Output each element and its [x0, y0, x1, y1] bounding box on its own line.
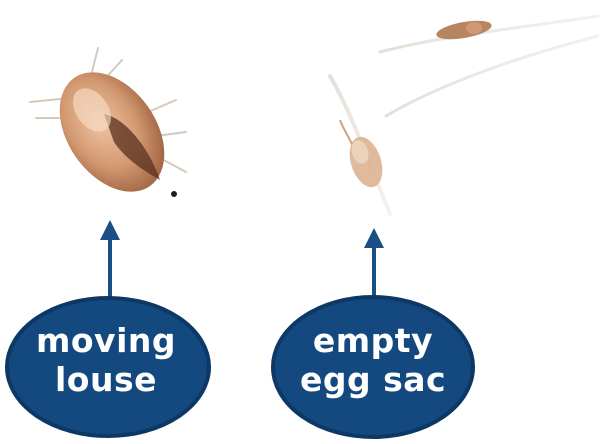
- louse-arrow: [100, 220, 120, 306]
- louse-label-line-2: louse: [10, 361, 202, 400]
- louse-label: moving louse: [10, 322, 202, 400]
- egg-sac-label-line-2: egg sac: [278, 361, 468, 400]
- egg-sac-arrow: [364, 228, 384, 306]
- egg-sac-image: [330, 16, 598, 214]
- louse-label-line-1: moving: [10, 322, 202, 361]
- egg-sac-label: empty egg sac: [278, 322, 468, 400]
- egg-sac-label-line-1: empty: [278, 322, 468, 361]
- louse-image: [30, 48, 186, 211]
